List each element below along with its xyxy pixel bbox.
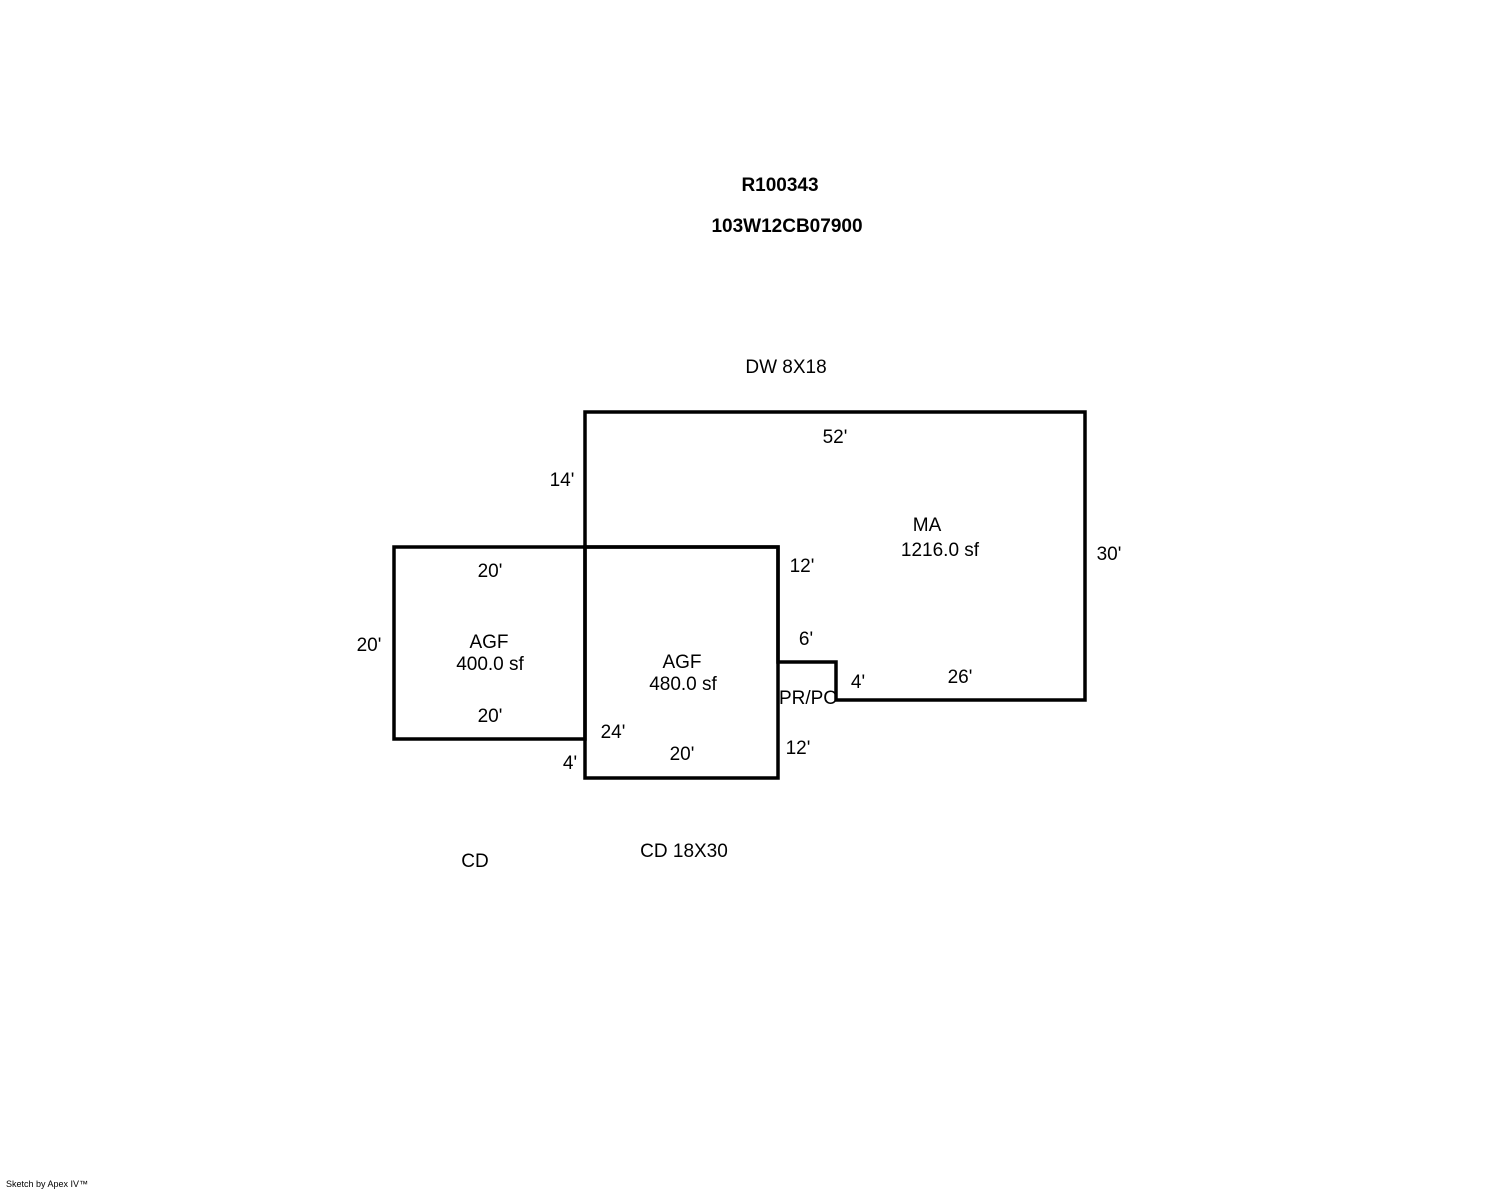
ma-area: 1216.0 sf bbox=[901, 540, 980, 561]
agf-right-area: 480.0 sf bbox=[649, 674, 717, 695]
dim-ma-top: 52' bbox=[823, 427, 848, 448]
dim-ma-bottom: 26' bbox=[948, 667, 973, 688]
dim-agf-right-top-side: 12' bbox=[790, 556, 815, 577]
dim-agf-right-left-small: 4' bbox=[563, 753, 577, 774]
agf-left-outline bbox=[392, 545, 587, 741]
cd-main-label: CD 18X30 bbox=[640, 841, 728, 862]
dim-ma-left: 14' bbox=[550, 470, 575, 491]
map-number: 103W12CB07900 bbox=[711, 216, 862, 237]
driveway-label: DW 8X18 bbox=[745, 357, 826, 378]
dim-agf-right-left: 24' bbox=[601, 722, 626, 743]
dim-agf-left-bottom: 20' bbox=[478, 706, 503, 727]
dim-agf-left-left: 20' bbox=[357, 635, 382, 656]
dim-pr-top: 6' bbox=[799, 629, 813, 650]
dim-ma-step: 4' bbox=[851, 672, 865, 693]
agf-right-name: AGF bbox=[662, 652, 701, 673]
dim-ma-right: 30' bbox=[1097, 544, 1122, 565]
pr-pc-label: PR/PC bbox=[779, 688, 837, 709]
parcel-id: R100343 bbox=[741, 175, 818, 196]
footer-credit: Sketch by Apex IV™ bbox=[6, 1179, 88, 1189]
dim-agf-left-top: 20' bbox=[478, 561, 503, 582]
dim-agf-right-bottom-side: 12' bbox=[786, 738, 811, 759]
agf-left-area: 400.0 sf bbox=[456, 654, 524, 675]
ma-outline bbox=[583, 410, 1087, 702]
ma-name: MA bbox=[913, 515, 942, 536]
cd-left-label: CD bbox=[461, 851, 488, 872]
agf-left-name: AGF bbox=[469, 632, 508, 653]
dim-agf-right-bottom: 20' bbox=[670, 744, 695, 765]
